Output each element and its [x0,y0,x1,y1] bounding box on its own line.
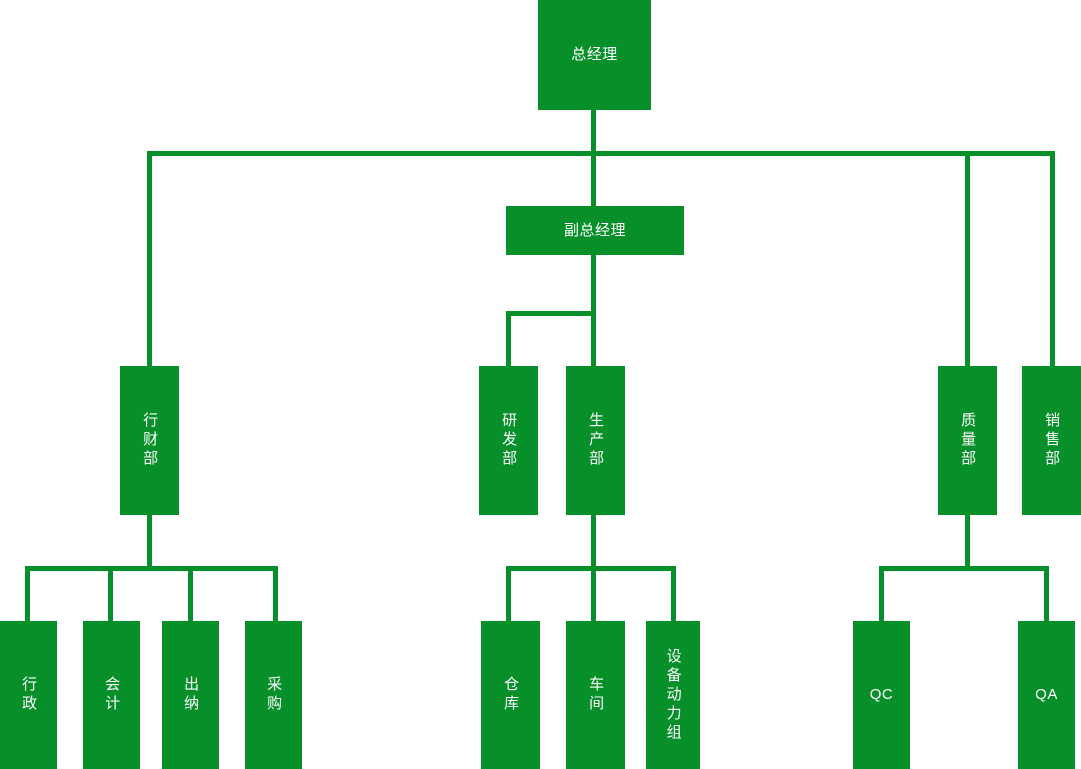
connector-bus-to-cashier [188,566,193,621]
node-production-dept[interactable]: 生产部 [566,366,625,515]
connector-bus-to-rd [506,311,511,366]
connector-admin-finance-bus [25,566,278,571]
connector-bus-to-workshop [591,566,596,621]
node-accounting[interactable]: 会计 [83,621,140,769]
node-equipment-power-group[interactable]: 设备动力组 [646,621,700,769]
node-qc[interactable]: QC [853,621,910,769]
connector-bus-to-deputy [591,151,596,206]
node-sales-dept[interactable]: 销售部 [1022,366,1081,515]
node-workshop[interactable]: 车间 [566,621,625,769]
connector-bus-to-administration [25,566,30,621]
connector-bus-to-sales [1050,151,1055,366]
node-cashier[interactable]: 出纳 [162,621,219,769]
connector-bus-to-admin-finance [147,151,152,366]
node-rd-dept[interactable]: 研发部 [479,366,538,515]
node-quality-dept[interactable]: 质量部 [938,366,997,515]
connector-deputy-down [591,255,596,315]
connector-bus-to-equipment-power [671,566,676,621]
connector-level1-bus [149,151,1055,156]
connector-bus-to-qc [879,566,884,621]
node-purchasing[interactable]: 采购 [245,621,302,769]
connector-admin-finance-down [147,515,152,570]
connector-deputy-bus [506,311,596,316]
connector-production-down [591,515,596,570]
node-admin-finance-dept[interactable]: 行财部 [120,366,179,515]
node-administration[interactable]: 行政 [0,621,57,769]
connector-quality-down [965,515,970,570]
connector-bus-to-production [591,311,596,366]
node-qa[interactable]: QA [1018,621,1075,769]
connector-bus-to-warehouse [506,566,511,621]
connector-bus-to-purchasing [273,566,278,621]
node-general-manager[interactable]: 总经理 [538,0,651,110]
connector-gm-to-bus [591,110,596,156]
connector-bus-to-accounting [108,566,113,621]
node-deputy-general-manager[interactable]: 副总经理 [506,206,684,255]
node-warehouse[interactable]: 仓库 [481,621,540,769]
connector-bus-to-quality [965,151,970,366]
connector-quality-bus [879,566,1049,571]
connector-bus-to-qa [1044,566,1049,621]
